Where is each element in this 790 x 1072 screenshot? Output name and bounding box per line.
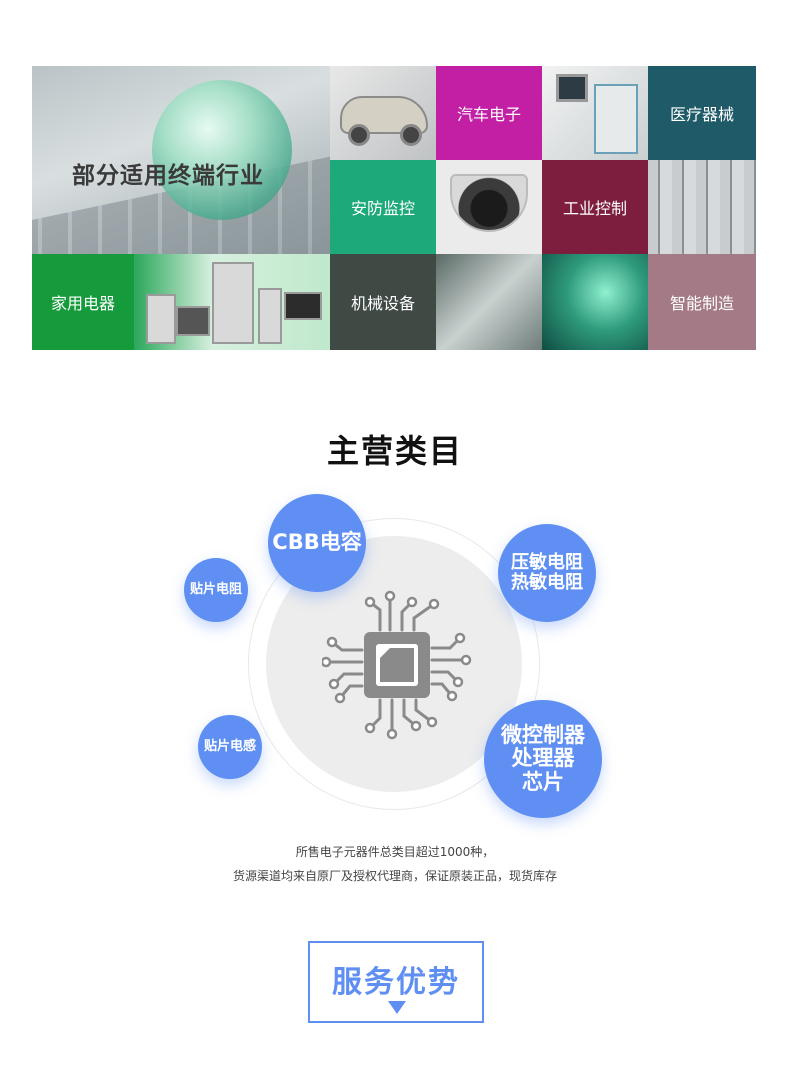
category-label-line: 处理器 bbox=[511, 746, 575, 771]
tile-mechanical-equipment[interactable]: 机械设备 bbox=[330, 254, 436, 350]
control-panel-image bbox=[648, 160, 756, 254]
industry-grid: 部分适用终端行业 汽车电子 医疗器械 安防监控 工业控制 家用电器 机械设备 bbox=[32, 66, 756, 350]
industry-hero-image: 部分适用终端行业 bbox=[32, 66, 330, 254]
category-smd-resistor[interactable]: 贴片电阻 bbox=[184, 558, 248, 622]
category-label: 微控制器 处理器 芯片 bbox=[501, 724, 585, 793]
category-label-line: 微控制器 bbox=[501, 723, 585, 748]
category-smd-inductor[interactable]: 贴片电感 bbox=[198, 715, 262, 779]
cabinet-shape bbox=[594, 84, 638, 154]
category-label: 贴片电感 bbox=[203, 738, 256, 754]
camera-icon bbox=[450, 174, 528, 232]
industry-heading: 部分适用终端行业 bbox=[72, 163, 264, 189]
category-mcu-processor-chip[interactable]: 微控制器 处理器 芯片 bbox=[484, 700, 602, 818]
tile-label: 智能制造 bbox=[669, 294, 734, 313]
tile-label: 机械设备 bbox=[350, 294, 415, 313]
car-wheel-shape bbox=[348, 124, 370, 146]
tile-auto-electronics[interactable]: 汽车电子 bbox=[436, 66, 542, 160]
category-label-line: 热敏电阻 bbox=[511, 572, 583, 593]
dome-camera-image bbox=[436, 160, 542, 254]
network-image bbox=[542, 254, 648, 350]
fridge-shape bbox=[212, 262, 254, 344]
section-title-service: 服务优势 bbox=[332, 965, 460, 1000]
category-label-line: 芯片 bbox=[522, 769, 564, 794]
tile-smart-manufacturing[interactable]: 智能制造 bbox=[648, 254, 756, 350]
circuit-chip-icon bbox=[322, 590, 472, 740]
tile-label: 汽车电子 bbox=[456, 105, 521, 124]
category-label: 压敏电阻 热敏电阻 bbox=[511, 553, 583, 593]
categories-description-line1: 所售电子元器件总类目超过1000种， bbox=[295, 845, 495, 859]
tile-security-monitoring[interactable]: 安防监控 bbox=[330, 160, 436, 254]
category-varistor-thermistor[interactable]: 压敏电阻 热敏电阻 bbox=[498, 524, 596, 622]
washer-shape bbox=[146, 294, 176, 344]
tv-shape bbox=[284, 292, 322, 320]
car-engine-image bbox=[330, 66, 436, 160]
section-title-categories: 主营类目 bbox=[326, 432, 463, 470]
medical-device-image bbox=[542, 66, 648, 160]
service-advantages-box[interactable]: 服务优势 bbox=[308, 941, 484, 1023]
tile-label: 家用电器 bbox=[50, 294, 115, 313]
tile-label: 医疗器械 bbox=[669, 105, 734, 124]
category-label: 贴片电阻 bbox=[189, 581, 242, 597]
microwave-shape bbox=[176, 306, 210, 336]
categories-description-line2: 货源渠道均来自原厂及授权代理商，保证原装正品，现货库存 bbox=[232, 869, 557, 883]
tile-label: 工业控制 bbox=[562, 199, 627, 218]
category-label-line: 压敏电阻 bbox=[511, 552, 583, 574]
category-label: CBB电容 bbox=[272, 530, 362, 555]
triangle-down-icon bbox=[388, 1001, 406, 1014]
category-cbb-capacitor[interactable]: CBB电容 bbox=[268, 494, 366, 592]
car-wheel-shape bbox=[400, 124, 422, 146]
globe-graphic bbox=[152, 80, 292, 220]
tile-home-appliances[interactable]: 家用电器 bbox=[32, 254, 134, 350]
monitor-shape bbox=[556, 74, 588, 102]
outer-ring bbox=[248, 518, 540, 810]
machinery-image bbox=[436, 254, 542, 350]
tile-label: 安防监控 bbox=[350, 199, 415, 218]
tile-medical-devices[interactable]: 医疗器械 bbox=[648, 66, 756, 160]
tile-industrial-control[interactable]: 工业控制 bbox=[542, 160, 648, 254]
cabinet-shape bbox=[258, 288, 282, 344]
appliances-image bbox=[134, 254, 330, 350]
